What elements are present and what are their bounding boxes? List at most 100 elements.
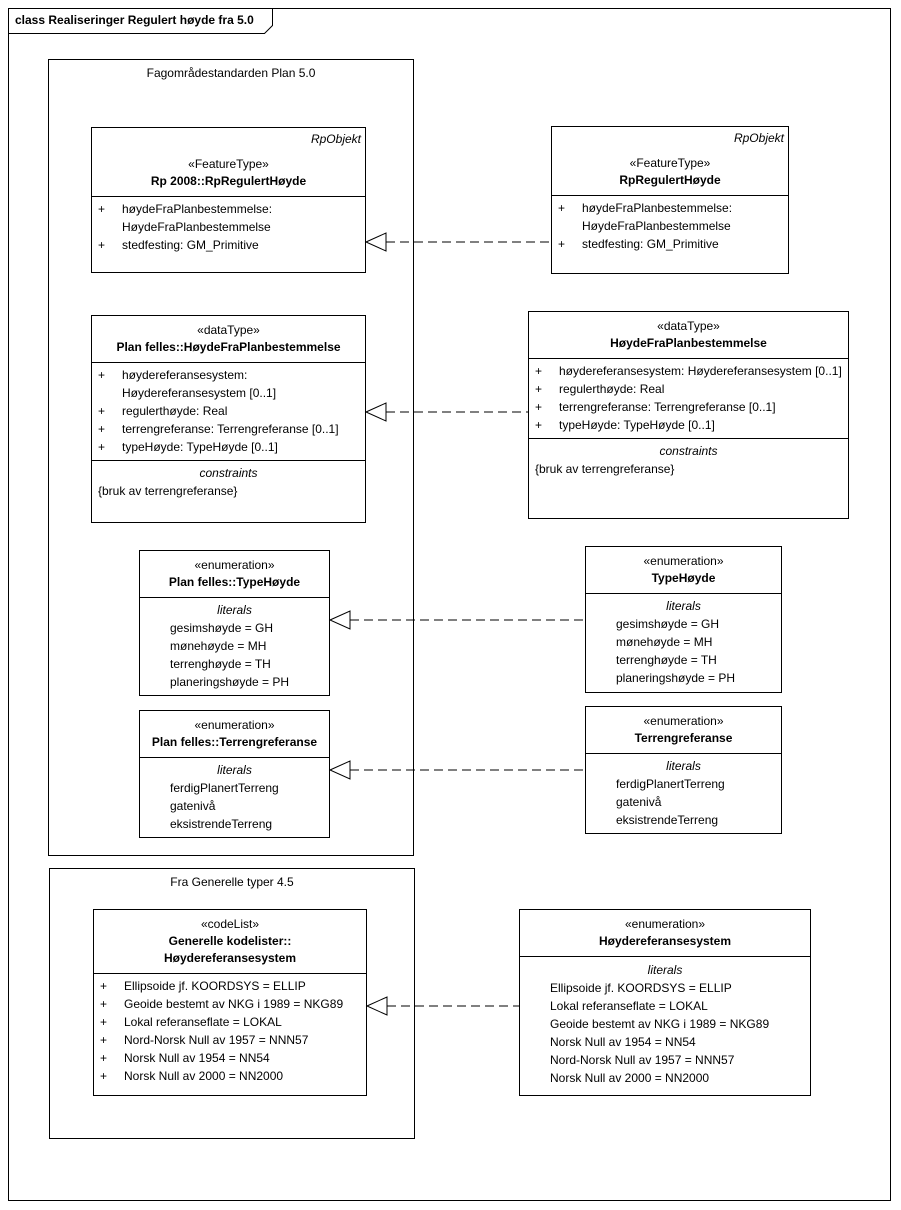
- stereotype-label: «codeList»: [200, 917, 260, 931]
- attribute-text: typeHøyde: TypeHøyde [0..1]: [559, 418, 715, 432]
- attribute-text: høydereferansesystem: Høydereferansesyst…: [559, 364, 842, 378]
- class-planfelles-hoydefraplanbestemmelse[interactable]: «dataType» Plan felles::HøydeFraPlanbest…: [91, 315, 366, 523]
- stereotype-label: «dataType»: [197, 323, 260, 337]
- attribute-continuation: HøydeFraPlanbestemmelse: [582, 219, 731, 233]
- package-plan[interactable]: Fagområdestandarden Plan 5.0: [48, 59, 414, 856]
- attribute-text: Lokal referanseflate = LOKAL: [124, 1015, 282, 1029]
- attribute: + regulerthøyde: Real: [529, 380, 848, 398]
- literal: Nord-Norsk Null av 1957 = NNN57: [550, 1053, 735, 1067]
- parent-class-label: RpObjekt: [733, 131, 784, 145]
- package-generelle[interactable]: Fra Generelle typer 4.5: [49, 868, 415, 1139]
- class-name: Generelle kodelister::: [168, 934, 292, 948]
- package-title: Fagområdestandarden Plan 5.0: [146, 66, 316, 80]
- class-rp2008-rpregulerthoyde[interactable]: RpObjekt «FeatureType» Rp 2008::RpRegule…: [91, 127, 366, 273]
- literal: planeringshøyde = PH: [616, 671, 736, 685]
- literal: terrenghøyde = TH: [616, 653, 717, 667]
- attribute-text: terrengreferanse: Terrengreferanse [0..1…: [559, 400, 776, 414]
- class-planfelles-typehoyde[interactable]: «enumeration» Plan felles::TypeHøyde lit…: [139, 550, 330, 696]
- attribute-text: regulerthøyde: Real: [559, 382, 665, 396]
- stereotype-label: «enumeration»: [194, 558, 275, 572]
- literal: terrenghøyde = TH: [170, 657, 271, 671]
- attribute-text: Geoide bestemt av NKG i 1989 = NKG89: [124, 997, 344, 1011]
- literal: gatenivå: [170, 799, 216, 813]
- literal: ferdigPlanertTerreng: [616, 777, 725, 791]
- realization-terrengreferanse[interactable]: [328, 760, 585, 780]
- attribute: + Norsk Null av 2000 = NN2000: [94, 1067, 366, 1085]
- literal: eksistrendeTerreng: [170, 817, 273, 831]
- literals-title: literals: [666, 759, 701, 773]
- constraint: {bruk av terrengreferanse}: [535, 462, 675, 476]
- class-name: Høydereferansesystem: [598, 934, 732, 948]
- class-terrengreferanse[interactable]: «enumeration» Terrengreferanse literals …: [585, 706, 782, 834]
- class-name: Terrengreferanse: [634, 731, 733, 745]
- realization-hoydereferansesystem[interactable]: [365, 996, 519, 1016]
- visibility-marker: +: [535, 382, 543, 396]
- stereotype-label: «enumeration»: [643, 554, 724, 568]
- stereotype-label: «enumeration»: [624, 917, 706, 931]
- attribute: + Norsk Null av 1954 = NN54: [94, 1049, 366, 1067]
- attribute: +høydereferansesystem:: [92, 366, 365, 384]
- realization-hoydefraplanbestemmelse[interactable]: [364, 402, 528, 422]
- diagram-title: class Realiseringer Regulert høyde fra 5…: [15, 13, 254, 27]
- visibility-marker: +: [98, 440, 106, 454]
- attribute: +stedfesting: GM_Primitive: [552, 235, 788, 253]
- class-hoydereferansesystem[interactable]: «enumeration» Høydereferansesystem liter…: [519, 909, 811, 1096]
- class-name: HøydeFraPlanbestemmelse: [610, 336, 767, 350]
- attribute: + Nord-Norsk Null av 1957 = NNN57: [94, 1031, 366, 1049]
- visibility-marker: +: [100, 1033, 108, 1047]
- visibility-marker: +: [100, 1069, 108, 1083]
- attribute: +høydereferansesystem: Høydereferansesys…: [529, 362, 848, 380]
- class-name: Plan felles::TypeHøyde: [168, 575, 301, 589]
- attribute: +typeHøyde: TypeHøyde [0..1]: [92, 438, 365, 456]
- attribute-text: Ellipsoide jf. KOORDSYS = ELLIP: [124, 979, 306, 993]
- visibility-marker: +: [98, 422, 106, 436]
- literal: gesimshøyde = GH: [616, 617, 720, 631]
- visibility-marker: +: [98, 238, 106, 252]
- attribute: + Lokal referanseflate = LOKAL: [94, 1013, 366, 1031]
- class-hoydefraplanbestemmelse[interactable]: «dataType» HøydeFraPlanbestemmelse +høyd…: [528, 311, 849, 519]
- attribute-text: stedfesting: GM_Primitive: [122, 238, 259, 252]
- class-name: RpRegulertHøyde: [619, 173, 721, 187]
- attribute-text: regulerthøyde: Real: [122, 404, 228, 418]
- class-typehoyde[interactable]: «enumeration» TypeHøyde literals gesimsh…: [585, 546, 782, 693]
- attribute: + regulerthøyde: Real: [92, 402, 365, 420]
- attribute-text: Norsk Null av 2000 = NN2000: [124, 1069, 284, 1083]
- diagram-frame: [8, 8, 891, 1201]
- class-name: TypeHøyde: [651, 571, 716, 585]
- diagram-frame-tab: [8, 8, 273, 34]
- stereotype-label: «FeatureType»: [629, 156, 711, 170]
- realization-typehoyde[interactable]: [328, 610, 585, 630]
- package-title: Fra Generelle typer 4.5: [170, 875, 294, 889]
- literal: mønehøyde = MH: [616, 635, 713, 649]
- attribute-text: høydeFraPlanbestemmelse:: [582, 201, 733, 215]
- visibility-marker: +: [558, 237, 566, 251]
- visibility-marker: +: [100, 1015, 108, 1029]
- attribute-text: Nord-Norsk Null av 1957 = NNN57: [124, 1033, 309, 1047]
- attribute: + terrengreferanse: Terrengreferanse [0..…: [529, 398, 848, 416]
- stereotype-label: «FeatureType»: [188, 157, 269, 171]
- attribute-continuation: HøydeFraPlanbestemmelse: [122, 220, 271, 234]
- realization-rpregulerthoyde[interactable]: [364, 232, 551, 252]
- class-rpregulerthoyde[interactable]: RpObjekt «FeatureType» RpRegulertHøyde +…: [551, 126, 789, 274]
- attribute-text: terrengreferanse: Terrengreferanse [0..1…: [122, 422, 339, 436]
- class-name: Plan felles::HøydeFraPlanbestemmelse: [116, 340, 341, 354]
- literals-title: literals: [217, 763, 252, 777]
- literal: ferdigPlanertTerreng: [170, 781, 279, 795]
- visibility-marker: +: [535, 400, 543, 414]
- class-generelle-kodelister-hoydereferansesystem[interactable]: «codeList» Generelle kodelister:: Høyder…: [93, 909, 367, 1096]
- attribute: +høydeFraPlanbestemmelse:: [552, 199, 788, 217]
- visibility-marker: +: [100, 1051, 108, 1065]
- stereotype-label: «dataType»: [657, 319, 720, 333]
- literals-title: literals: [217, 603, 252, 617]
- visibility-marker: +: [98, 404, 106, 418]
- literal: planeringshøyde = PH: [170, 675, 290, 689]
- attribute: +høydeFraPlanbestemmelse:: [92, 200, 365, 218]
- parent-class-label: RpObjekt: [310, 132, 361, 146]
- visibility-marker: +: [100, 997, 108, 1011]
- literal: Geoide bestemt av NKG i 1989 = NKG89: [550, 1017, 770, 1031]
- attribute-text: Norsk Null av 1954 = NN54: [124, 1051, 270, 1065]
- class-name: Høydereferansesystem: [163, 951, 297, 965]
- class-planfelles-terrengreferanse[interactable]: «enumeration» Plan felles::Terrengrefera…: [139, 710, 330, 838]
- visibility-marker: +: [98, 368, 106, 382]
